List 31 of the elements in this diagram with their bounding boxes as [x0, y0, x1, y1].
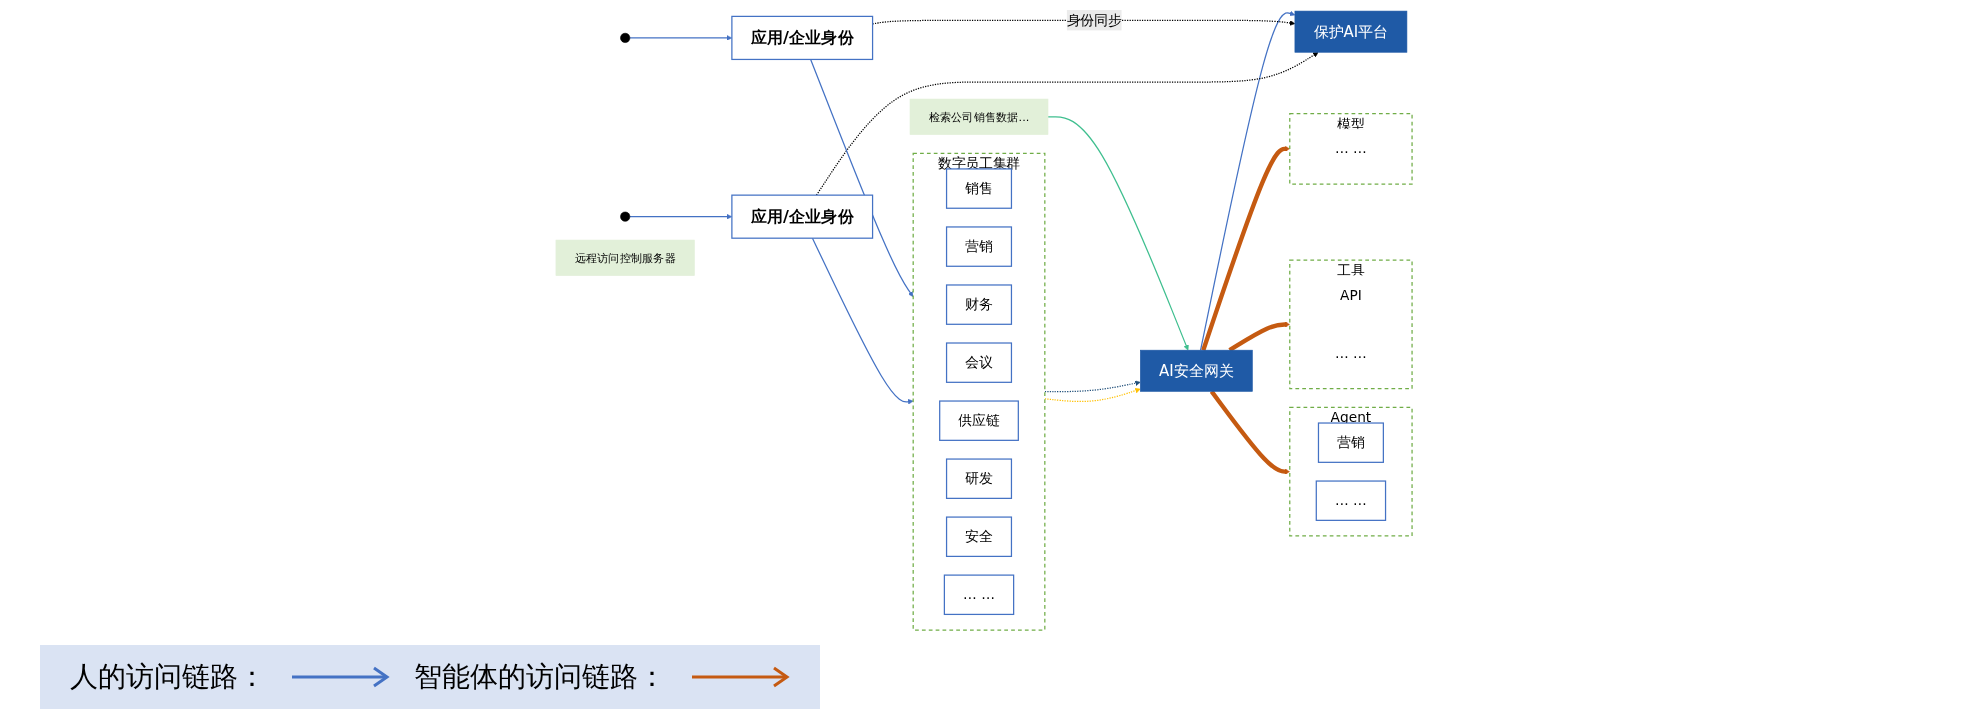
- arrow: [1047, 116, 1189, 351]
- arrow: [815, 52, 1319, 196]
- node-person: [620, 211, 631, 222]
- node-person: [620, 32, 631, 43]
- node-box: 供应链: [939, 400, 1019, 441]
- edge-label: 身份同步: [1066, 12, 1122, 29]
- node-box: 研发: [945, 458, 1013, 499]
- node-box: 营销: [1317, 422, 1384, 463]
- arrow: [810, 58, 914, 297]
- node-box: 营销: [945, 226, 1013, 267]
- node-box: 远程访问控制服务器: [555, 239, 695, 276]
- node-box: 应用/企业身份: [731, 194, 874, 239]
- arrow: [1201, 146, 1290, 351]
- arrow: [1209, 390, 1290, 475]
- arrow: [1044, 388, 1141, 403]
- legend-text: 人的访问链路：: [70, 659, 266, 695]
- node-box: 安全: [945, 516, 1013, 557]
- node-box: … …: [943, 574, 1015, 616]
- arrow: [1044, 380, 1141, 393]
- node-box: 保护AI平台: [1294, 10, 1408, 53]
- node-box: AI安全网关: [1140, 349, 1253, 392]
- node-box: 应用/企业身份: [731, 15, 874, 61]
- node-box: 财务: [945, 284, 1013, 325]
- node-box: 会议: [945, 342, 1013, 383]
- arrow: [811, 237, 914, 405]
- legend-text: 智能体的访问链路：: [414, 659, 666, 695]
- node-box: 检索公司销售数据...: [909, 98, 1049, 135]
- node-box: … …: [1315, 480, 1387, 521]
- arrow: [1199, 10, 1296, 351]
- node-text: … …: [1335, 345, 1367, 362]
- node-text: API: [1340, 287, 1362, 304]
